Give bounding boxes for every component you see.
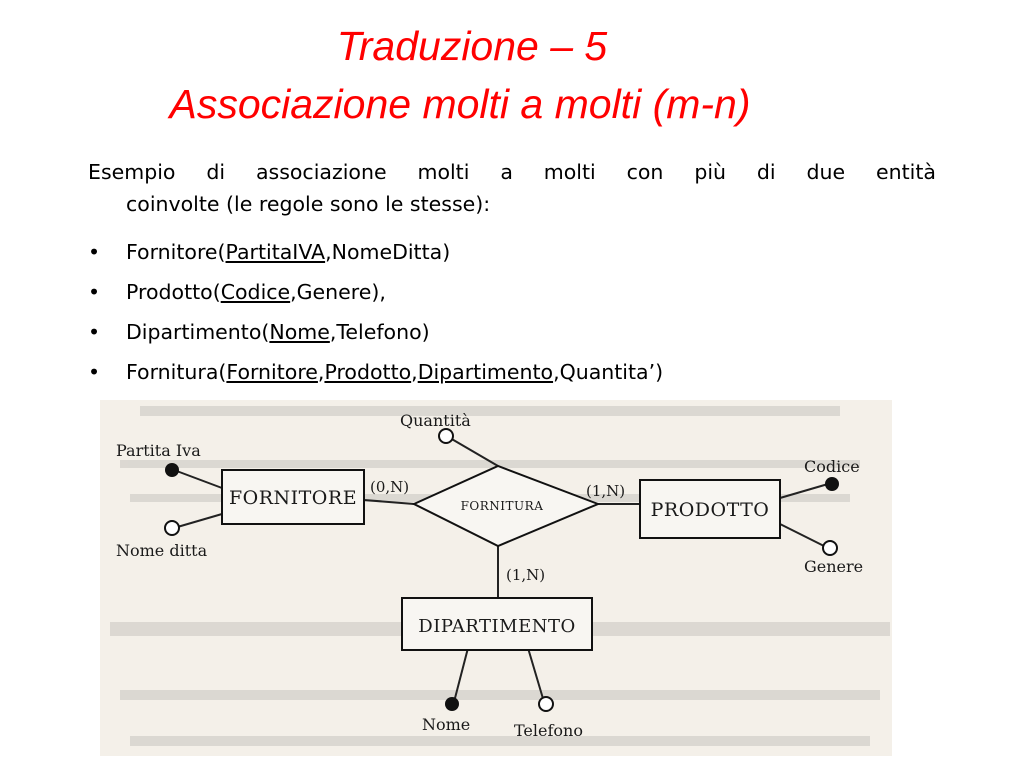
bullet-icon: • xyxy=(88,360,101,384)
entity-dipartimento-label: DIPARTIMENTO xyxy=(418,616,575,637)
intro-word: entità xyxy=(876,160,936,184)
entity-dipartimento xyxy=(401,597,593,651)
relation-item: •Fornitura(Fornitore,Prodotto,Dipartimen… xyxy=(88,352,663,392)
attr-partita-iva-label: Partita Iva xyxy=(116,441,201,460)
intro-line-2: coinvolte (le regole sono le stesse): xyxy=(126,192,491,216)
attr-quantita-label: Quantità xyxy=(400,411,471,430)
link-fornitore-fornitura xyxy=(363,499,415,505)
er-diagram-image: FORNITORE PRODOTTO DIPARTIMENTO FORNITUR… xyxy=(100,400,892,756)
relation-attributes: ,Quantita’) xyxy=(553,360,664,384)
intro-word: associazione xyxy=(255,160,387,184)
relation-name: Fornitura( xyxy=(126,360,227,384)
entity-fornitore-label: FORNITORE xyxy=(229,487,357,509)
attr-telefono-label: Telefono xyxy=(514,721,583,740)
attr-codice-label: Codice xyxy=(804,457,860,476)
intro-word: molti xyxy=(417,160,470,184)
intro-paragraph: Esempio di associazione molti a molti con più di… xyxy=(88,156,936,220)
relation-name: Dipartimento( xyxy=(126,320,270,344)
entity-prodotto xyxy=(639,479,781,539)
primary-key-attribute: PartitaIVA xyxy=(225,240,326,264)
bullet-icon: • xyxy=(88,320,101,344)
cardinality-fornitore: (0,N) xyxy=(370,478,409,496)
relation-item: • Prodotto(Codice,Genere), xyxy=(88,272,663,312)
relation-list: • Fornitore(PartitaIVA,NomeDitta) • Prodott… xyxy=(88,232,663,392)
cardinality-prodotto: (1,N) xyxy=(586,482,625,500)
intro-word: a xyxy=(500,160,513,184)
intro-word: due xyxy=(806,160,846,184)
nome-key-icon xyxy=(445,697,459,711)
relation-item: • Fornitore(PartitaIVA,NomeDitta) xyxy=(88,232,663,272)
relation-name: Fornitore( xyxy=(126,240,226,264)
bullet-icon: • xyxy=(88,240,101,264)
title-line-1: Traduzione – 5 xyxy=(336,23,608,69)
bullet-icon: • xyxy=(88,280,101,304)
relation-item: • Dipartimento(Nome,Telefono) xyxy=(88,312,663,352)
entity-prodotto-label: PRODOTTO xyxy=(651,499,770,521)
primary-key-attribute: Dipartimento xyxy=(417,360,554,384)
quantita-attribute-icon xyxy=(438,428,454,444)
attr-genere-label: Genere xyxy=(804,557,863,576)
er-diagram: FORNITORE PRODOTTO DIPARTIMENTO FORNITUR… xyxy=(110,406,890,746)
intro-word: di xyxy=(756,160,776,184)
partita-iva-key-icon xyxy=(165,463,179,477)
relation-attributes: ,Telefono) xyxy=(329,320,430,344)
relationship-fornitura xyxy=(411,464,601,548)
primary-key-attribute: Fornitore xyxy=(226,360,318,384)
intro-word: con xyxy=(626,160,664,184)
telefono-attribute-icon xyxy=(538,696,554,712)
relation-attributes: ,NomeDitta) xyxy=(325,240,451,264)
primary-key-attribute: Nome xyxy=(269,320,330,344)
codice-key-icon xyxy=(825,477,839,491)
intro-word: molti xyxy=(543,160,596,184)
entity-fornitore xyxy=(221,469,365,525)
primary-key-attribute: Codice xyxy=(220,280,291,304)
relation-attributes: ,Genere), xyxy=(290,280,386,304)
relationship-fornitura-label: FORNITURA xyxy=(461,499,544,513)
cardinality-dipartimento: (1,N) xyxy=(506,566,545,584)
title-line-2: Associazione molti a molti (m-n) xyxy=(169,81,751,127)
intro-word: Esempio xyxy=(88,160,176,184)
attr-nome-ditta-label: Nome ditta xyxy=(116,541,208,560)
nome-ditta-attribute-icon xyxy=(164,520,180,536)
intro-line-1: Esempio di associazione molti a molti con più di… xyxy=(88,156,936,188)
attr-nome-label: Nome xyxy=(422,715,470,734)
primary-key-attribute: Prodotto xyxy=(324,360,412,384)
intro-word: più xyxy=(694,160,727,184)
intro-word: di xyxy=(206,160,226,184)
relation-name: Prodotto( xyxy=(126,280,221,304)
genere-attribute-icon xyxy=(822,540,838,556)
